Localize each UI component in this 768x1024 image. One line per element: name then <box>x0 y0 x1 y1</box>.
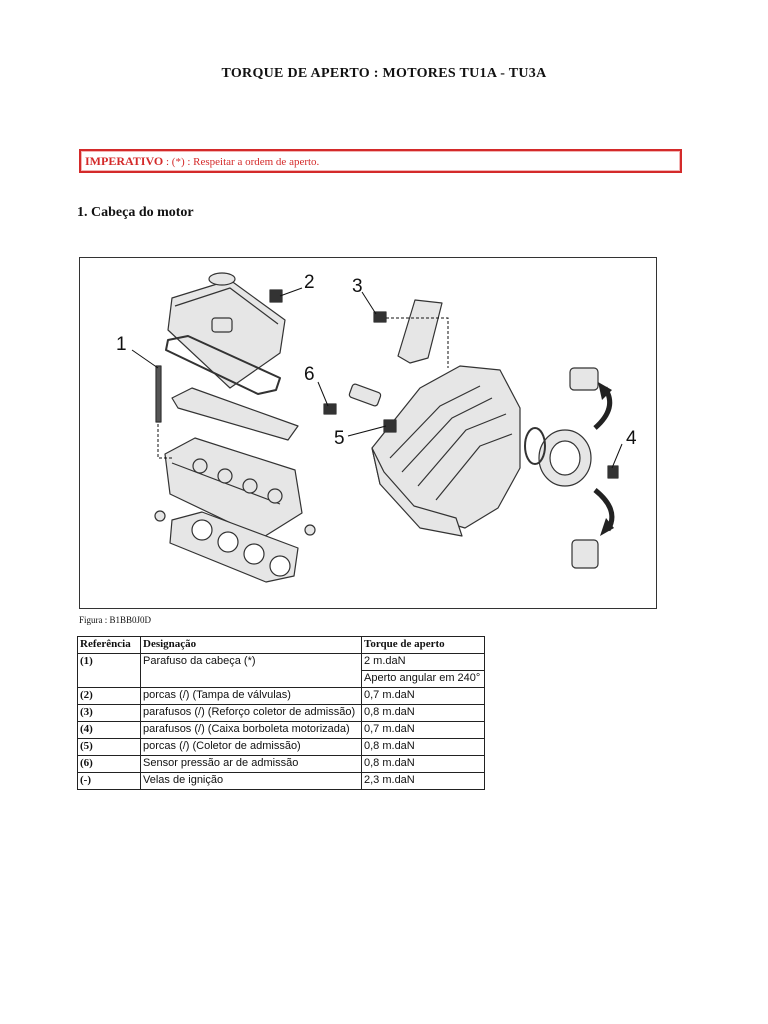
manifold-bracket <box>397 299 443 364</box>
intake-manifold <box>371 365 521 529</box>
cell-torque: Aperto angular em 240° <box>361 670 485 688</box>
manifold-nut <box>383 419 397 433</box>
manifold-flange <box>371 447 463 537</box>
cell-reference: (4) <box>77 721 141 739</box>
cell-reference: (3) <box>77 704 141 722</box>
cell-torque: 2 m.daN <box>361 653 485 671</box>
cell-designation: Parafuso da cabeça (*) <box>140 653 362 688</box>
cell-torque: 0,8 m.daN <box>361 738 485 756</box>
head-bolt <box>155 365 162 423</box>
table-row: (4) parafusos (/) (Caixa borboleta motor… <box>77 721 485 739</box>
cell-designation: Sensor pressão ar de admissão <box>140 755 362 773</box>
cover-nut <box>269 289 283 303</box>
table-row: (3) parafusos (/) (Reforço coletor de ad… <box>77 704 485 722</box>
table-row: (2) porcas (/) (Tampa de válvulas) 0,7 m… <box>77 687 485 705</box>
warning-label: IMPERATIVO <box>85 154 164 168</box>
cell-designation: parafusos (/) (Caixa borboleta motorizad… <box>140 721 362 739</box>
cell-designation: parafusos (/) (Reforço coletor de admiss… <box>140 704 362 722</box>
cell-designation: porcas (/) (Coletor de admissão) <box>140 738 362 756</box>
cell-reference: (6) <box>77 755 141 773</box>
callout-6: 6 <box>304 364 315 385</box>
torque-table: Referência Designação Torque de aperto (… <box>77 636 485 790</box>
cell-designation: porcas (/) (Tampa de válvulas) <box>140 687 362 705</box>
cell-reference: (-) <box>77 772 141 790</box>
warning-text: : (*) : Respeitar a ordem de aperto. <box>163 156 320 168</box>
cell-torque: 0,7 m.daN <box>361 721 485 739</box>
cell-reference: (5) <box>77 738 141 756</box>
callout-1: 1 <box>116 334 127 355</box>
header-torque: Torque de aperto <box>361 636 485 654</box>
header-designation: Designação <box>140 636 362 654</box>
cell-reference: (1) <box>77 653 141 688</box>
imperative-warning-box: IMPERATIVO : (*) : Respeitar a ordem de … <box>79 149 682 173</box>
oil-filler-cap <box>208 272 236 286</box>
baffle-plate <box>171 387 299 441</box>
cover-gasket <box>165 335 281 395</box>
callout-4: 4 <box>626 428 637 449</box>
cell-torque: 0,8 m.daN <box>361 704 485 722</box>
cell-designation: Velas de ignição <box>140 772 362 790</box>
sensor-bolt <box>323 403 337 415</box>
page-title: TORQUE DE APERTO : MOTORES TU1A - TU3A <box>221 66 547 81</box>
table-row: (1) Parafuso da cabeça (*) 2 m.daN <box>77 653 485 688</box>
table-row: (-) Velas de ignição 2,3 m.daN <box>77 772 485 790</box>
throttle-motor-upper <box>569 367 599 391</box>
callout-5: 5 <box>334 428 345 449</box>
cell-reference: (2) <box>77 687 141 705</box>
table-header-row: Referência Designação Torque de aperto <box>77 636 485 654</box>
callout-2: 2 <box>304 272 315 293</box>
section-title: 1. Cabeça do motor <box>77 205 194 220</box>
figure-caption: Figura : B1BB0J0D <box>79 615 152 625</box>
cell-torque: 2,3 m.daN <box>361 772 485 790</box>
callout-3: 3 <box>352 276 363 297</box>
engine-exploded-diagram: 1 2 3 4 5 6 <box>79 257 657 609</box>
exploded-view-drawing: 1 2 3 4 5 6 <box>116 272 637 583</box>
bracket-bolt <box>373 311 387 323</box>
throttle-motor-lower <box>571 539 599 569</box>
throttle-bolt <box>607 465 619 479</box>
table-row: (6) Sensor pressão ar de admissão 0,8 m.… <box>77 755 485 773</box>
pressure-sensor <box>348 383 382 407</box>
header-reference: Referência <box>77 636 141 654</box>
cell-torque: 0,8 m.daN <box>361 755 485 773</box>
throttle-gasket <box>524 427 546 465</box>
table-row: (5) porcas (/) (Coletor de admissão) 0,8… <box>77 738 485 756</box>
cell-torque: 0,7 m.daN <box>361 687 485 705</box>
